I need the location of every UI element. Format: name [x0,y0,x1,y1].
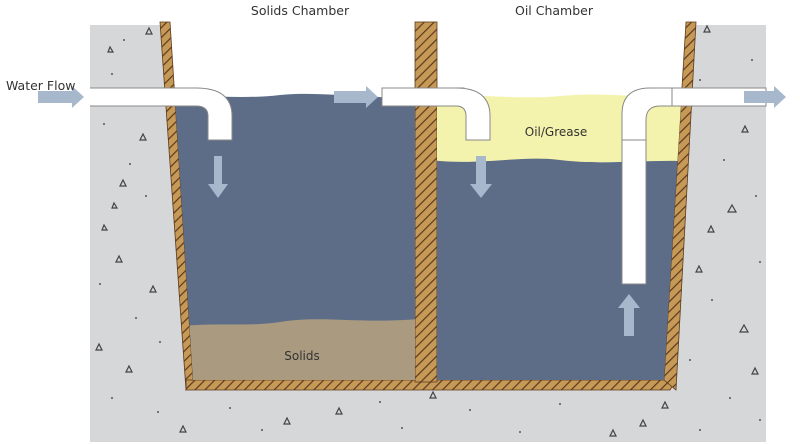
solids-layer [170,319,415,380]
down-arrow-oil [470,156,492,198]
tank-walls [159,21,697,392]
oil-grease-label: Oil/Grease [525,125,588,139]
transfer-arrow [334,86,378,108]
solids-label: Solids [284,349,320,363]
solids-chamber [170,93,415,380]
gravel-speckles [95,24,759,437]
outlet-arrow [744,86,786,108]
water-flow-label: Water Flow [6,78,75,93]
inlet-pipe [90,87,233,141]
flow-arrows [38,86,786,336]
up-arrow-outlet [618,294,640,336]
ground [90,22,766,442]
down-arrow-solids [208,156,228,198]
gravel-dots [99,39,761,433]
solids-chamber-label: Solids Chamber [251,3,350,18]
oil-chamber-label: Oil Chamber [515,3,594,18]
transfer-pipe [381,87,491,141]
outlet-pipe [621,87,767,285]
inlet-arrow [38,86,84,108]
